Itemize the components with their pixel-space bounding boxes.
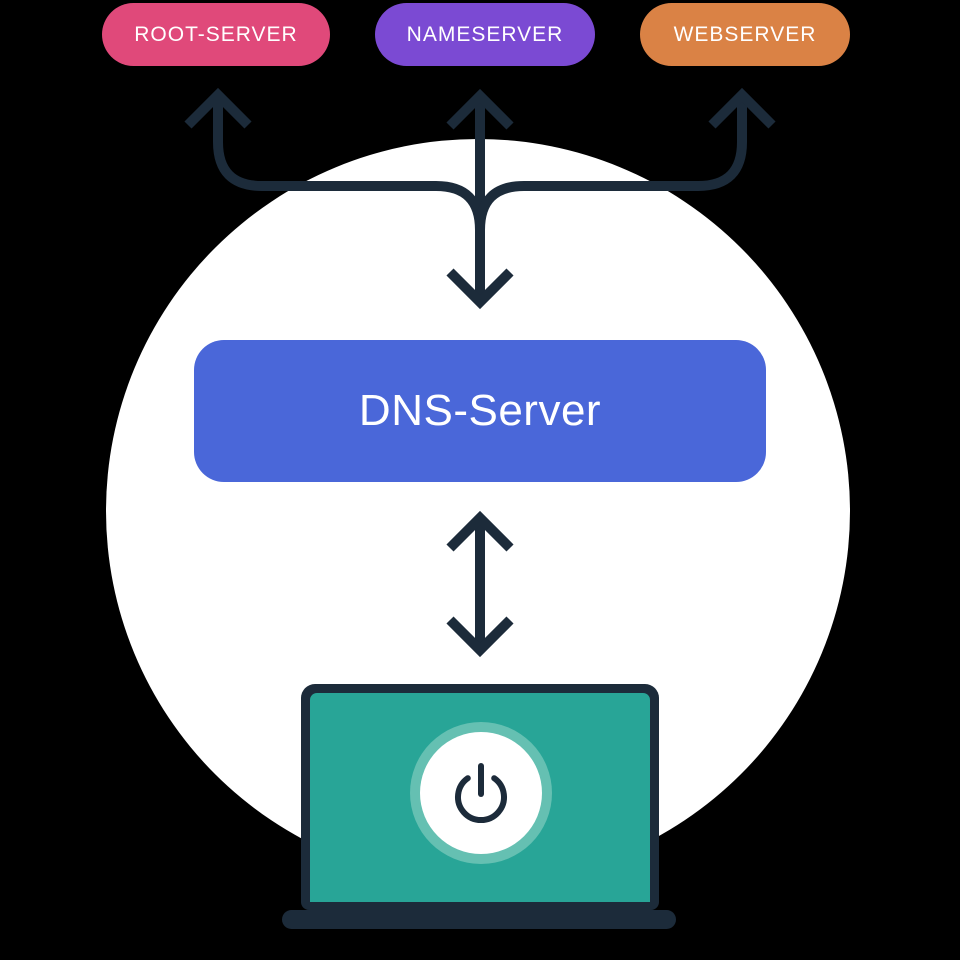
power-icon-arc — [455, 775, 507, 824]
trunk-arrow-up-head — [446, 88, 514, 130]
node-nameserver: NAMESERVER — [375, 3, 595, 66]
node-root-server-label: ROOT-SERVER — [134, 22, 298, 46]
node-root-server: ROOT-SERVER — [102, 3, 330, 66]
dns-client-arrow-down-head — [446, 616, 514, 658]
node-webserver-label: WEBSERVER — [673, 22, 817, 46]
arrow-to-root-server-head — [184, 87, 252, 129]
trunk-arrow-down-head — [446, 268, 514, 310]
node-dns-server-label: DNS-Server — [358, 386, 602, 435]
node-nameserver-label: NAMESERVER — [406, 22, 564, 46]
arrow-to-webserver — [475, 98, 747, 231]
power-icon — [455, 763, 507, 824]
dns-client-arrow-up-head — [446, 510, 514, 552]
arrow-to-webserver-head — [708, 87, 776, 129]
laptop-base — [282, 910, 676, 929]
node-webserver: WEBSERVER — [640, 3, 850, 66]
node-dns-server: DNS-Server — [194, 340, 766, 482]
arrow-to-root-server — [213, 98, 485, 231]
